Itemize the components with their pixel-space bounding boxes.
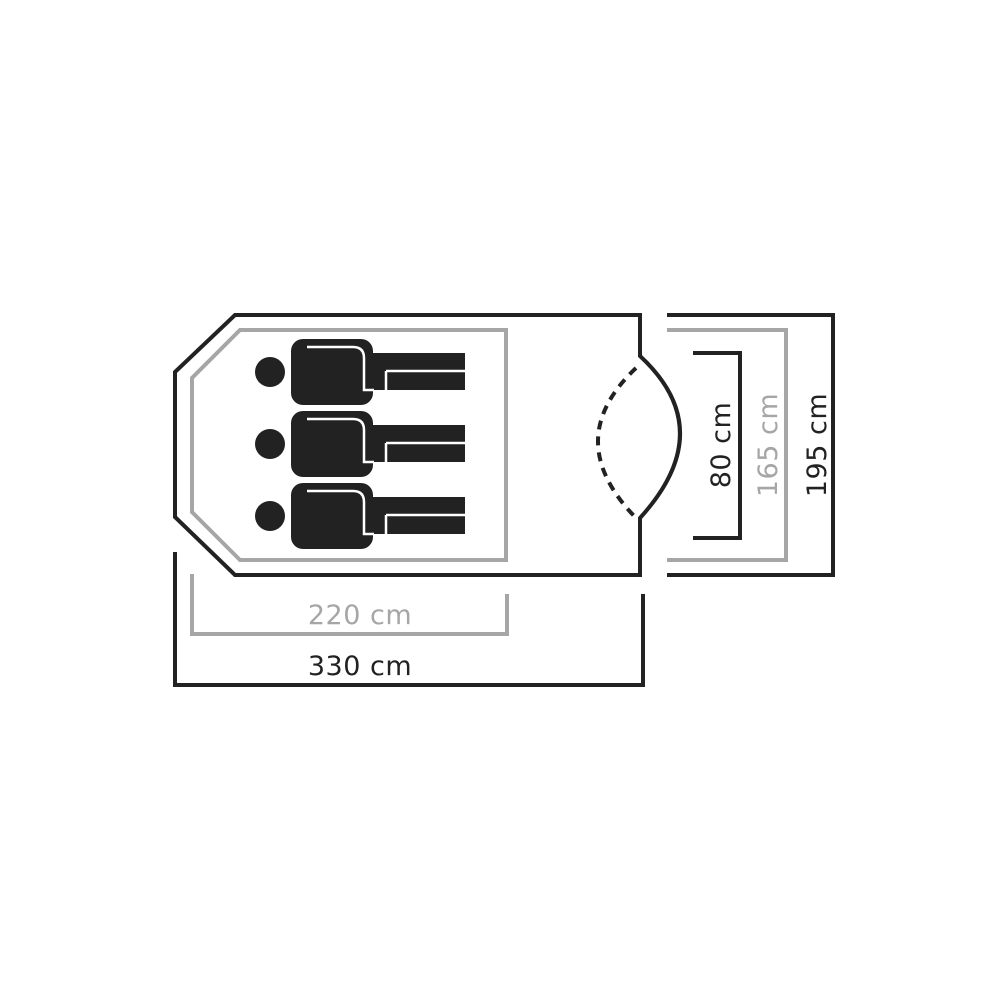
inner-length-bracket	[190, 574, 509, 636]
vestibule-depth-label: 80 cm	[706, 402, 737, 489]
total-length-bracket	[173, 552, 645, 687]
inner-width-label: 165 cm	[753, 393, 784, 497]
inner-width-bracket	[667, 328, 788, 562]
inner-tent-outline	[190, 328, 508, 562]
inner-length-label: 220 cm	[308, 600, 412, 631]
sleeper-icon	[255, 483, 465, 549]
total-length-label: 330 cm	[308, 651, 412, 682]
total-width-label: 195 cm	[802, 393, 833, 497]
sleeper-icon	[255, 411, 465, 477]
tent-outer-outline	[173, 313, 682, 577]
vestibule-depth-bracket	[693, 351, 742, 540]
total-width-bracket	[667, 313, 835, 577]
door-dashed-arc	[596, 366, 638, 520]
sleeper-icon	[255, 339, 465, 405]
